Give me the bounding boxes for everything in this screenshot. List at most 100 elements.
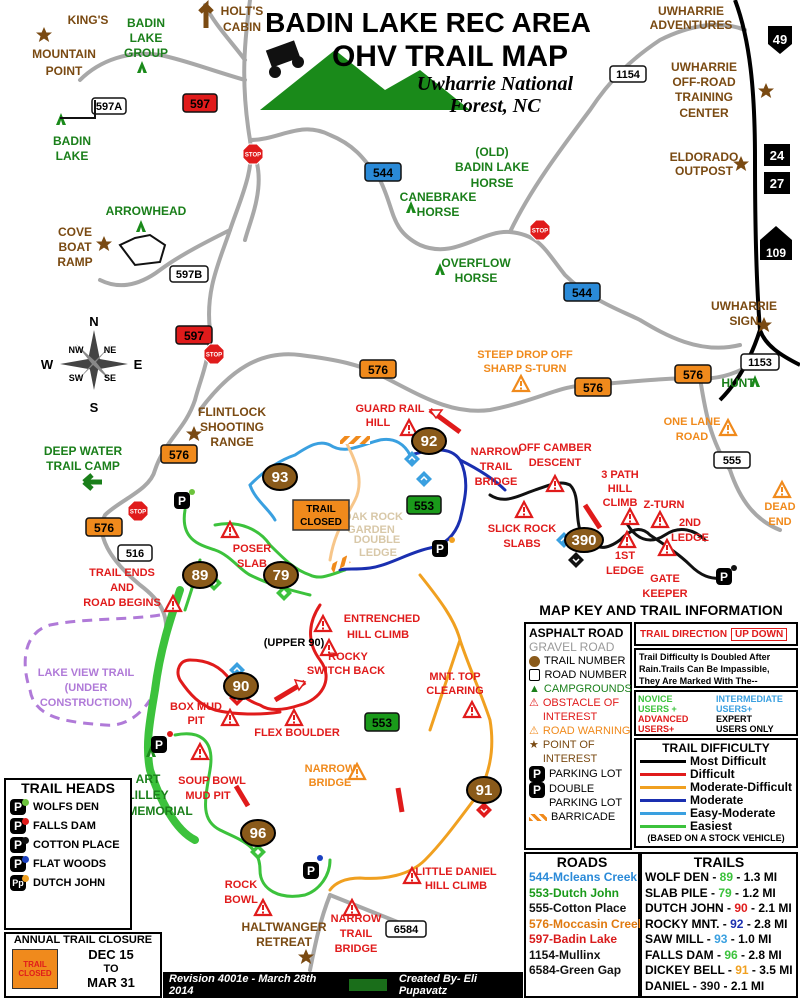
old-horse-line3: HORSE [471, 176, 514, 190]
path-line3: CLIMB [603, 497, 638, 509]
flex-label: FLEX BOULDER [254, 727, 340, 739]
eldorado-line1: ELDORADO [670, 150, 739, 164]
upper90-label: (UPPER 90) [264, 637, 325, 649]
kings-line1: KING'S [68, 13, 109, 27]
trail-list-number: 92 [730, 916, 744, 931]
tent-icon: ▲ [529, 683, 540, 695]
holts-line2: CABIN [223, 20, 261, 34]
trail-list-item: DUTCH JOHN - 90 - 2.1 MI [645, 901, 793, 917]
tends-line1: TRAIL ENDS [89, 567, 155, 579]
gravel-roads [78, 0, 782, 972]
compass-s: S [90, 400, 99, 415]
map-key-symbols: ASPHALT ROAD GRAVEL ROAD TRAIL NUMBER RO… [524, 622, 632, 850]
dledge-line1: DOUBLE [354, 534, 400, 546]
difficulty-label: Easy-Moderate [690, 806, 776, 820]
road-597-north: 597 [190, 97, 210, 111]
key-inter-2: USERS+ [716, 704, 753, 714]
old-horse-line2: BADIN LAKE [455, 160, 529, 174]
difficulty-swatch [640, 786, 686, 789]
gate-line2: KEEPER [642, 588, 687, 600]
deep-water-line2: TRAIL CAMP [46, 459, 120, 473]
overflow-line2: HORSE [455, 271, 498, 285]
key-trail-number: TRAIL NUMBER [544, 655, 626, 667]
difficulty-row: Easiest [640, 820, 792, 833]
road-597a: 597A [96, 101, 122, 113]
key-adv-1: ADVANCED [638, 714, 689, 724]
trail-list-length: - 1.2 MI [731, 885, 776, 900]
closure-date-1: DEC 15 [88, 947, 134, 962]
closure-sign-2: CLOSED [18, 969, 52, 978]
trail-number-ovals: 89 79 93 92 90 96 91 390 [182, 427, 604, 847]
trail-list-number: 89 [719, 870, 734, 884]
zturn-label: Z-TURN [644, 499, 685, 511]
rbowl-line2: BOWL [224, 894, 258, 906]
road-list-item: 576-Moccasin Creek [529, 916, 645, 931]
difficulty-swatch [640, 799, 686, 802]
deep-water-line1: DEEP WATER [44, 444, 123, 458]
closure-sign: TRAIL CLOSED [12, 949, 58, 989]
trail-89: 89 [192, 567, 209, 584]
trail-list-item: DICKEY BELL - 91 - 3.5 MI [645, 963, 793, 979]
oak-line2: GARDEN [347, 524, 395, 536]
oak-line1: OAK ROCK [343, 511, 403, 523]
canebrake-line2: HORSE [417, 205, 460, 219]
title-line4: Forest, NC [448, 95, 541, 117]
trail-list-name: FALLS DAM - [645, 947, 725, 962]
trail-list-number: 90 [734, 901, 748, 915]
trail-list-item: ROCKY MNT. - 92 - 2.8 MI [645, 917, 793, 933]
1ledge-line2: LEDGE [606, 565, 644, 577]
trail-91: 91 [476, 782, 493, 799]
road-list-item: 6584-Green Gap [529, 963, 622, 977]
footer-bar: Revision 4001e - March 28th 2014 Created… [163, 972, 523, 998]
key-obstacle-1: OBSTACLE OF [542, 697, 620, 709]
offroad-line1: UWHARRIE [671, 60, 737, 74]
trailhead-dot [22, 817, 29, 825]
trail-92: 92 [421, 433, 438, 450]
holts-line1: HOLT'S [221, 4, 264, 18]
trail-list-item: FALLS DAM - 96 - 2.8 MI [645, 948, 793, 964]
road-list-item: 1154-Mullinx [529, 947, 601, 962]
trail-list-item: SLAB PILE - 79 - 1.2 MI [645, 886, 793, 902]
road-576-c: 576 [683, 368, 703, 382]
closure-title: ANNUAL TRAIL CLOSURE [13, 934, 153, 946]
sign-line2: SIGN [729, 314, 758, 328]
road-597-south: 597 [184, 329, 204, 343]
compass-se: SE [104, 373, 116, 383]
road-list-item: 597-Badin Lake [529, 932, 618, 946]
road-555: 555 [723, 455, 741, 467]
compass: N S W E NW NE SW SE [41, 314, 143, 415]
ntb2-line3: BRIDGE [335, 943, 378, 955]
key-difficulty-title: TRAIL DIFFICULTY [662, 741, 770, 755]
difficulty-swatch [640, 825, 686, 828]
road-list-item: 555-Cotton Place [529, 901, 627, 915]
flintlock-line1: FLINTLOCK [198, 405, 266, 419]
key-camp: CAMPGROUNDS [543, 683, 632, 695]
title-line2: OHV TRAIL MAP [332, 40, 568, 73]
2ledge-line1: 2ND [679, 517, 701, 529]
trail-list-name: SLAB PILE - [645, 885, 719, 900]
badin-lake-line1: BADIN [53, 134, 91, 148]
hwy-109: 109 [766, 246, 786, 260]
key-adv-2: USERS+ [638, 724, 675, 734]
road-576-d: 576 [169, 448, 189, 462]
slick-line2: SLABS [503, 538, 540, 550]
badin-group-line2: LAKE [130, 31, 163, 45]
